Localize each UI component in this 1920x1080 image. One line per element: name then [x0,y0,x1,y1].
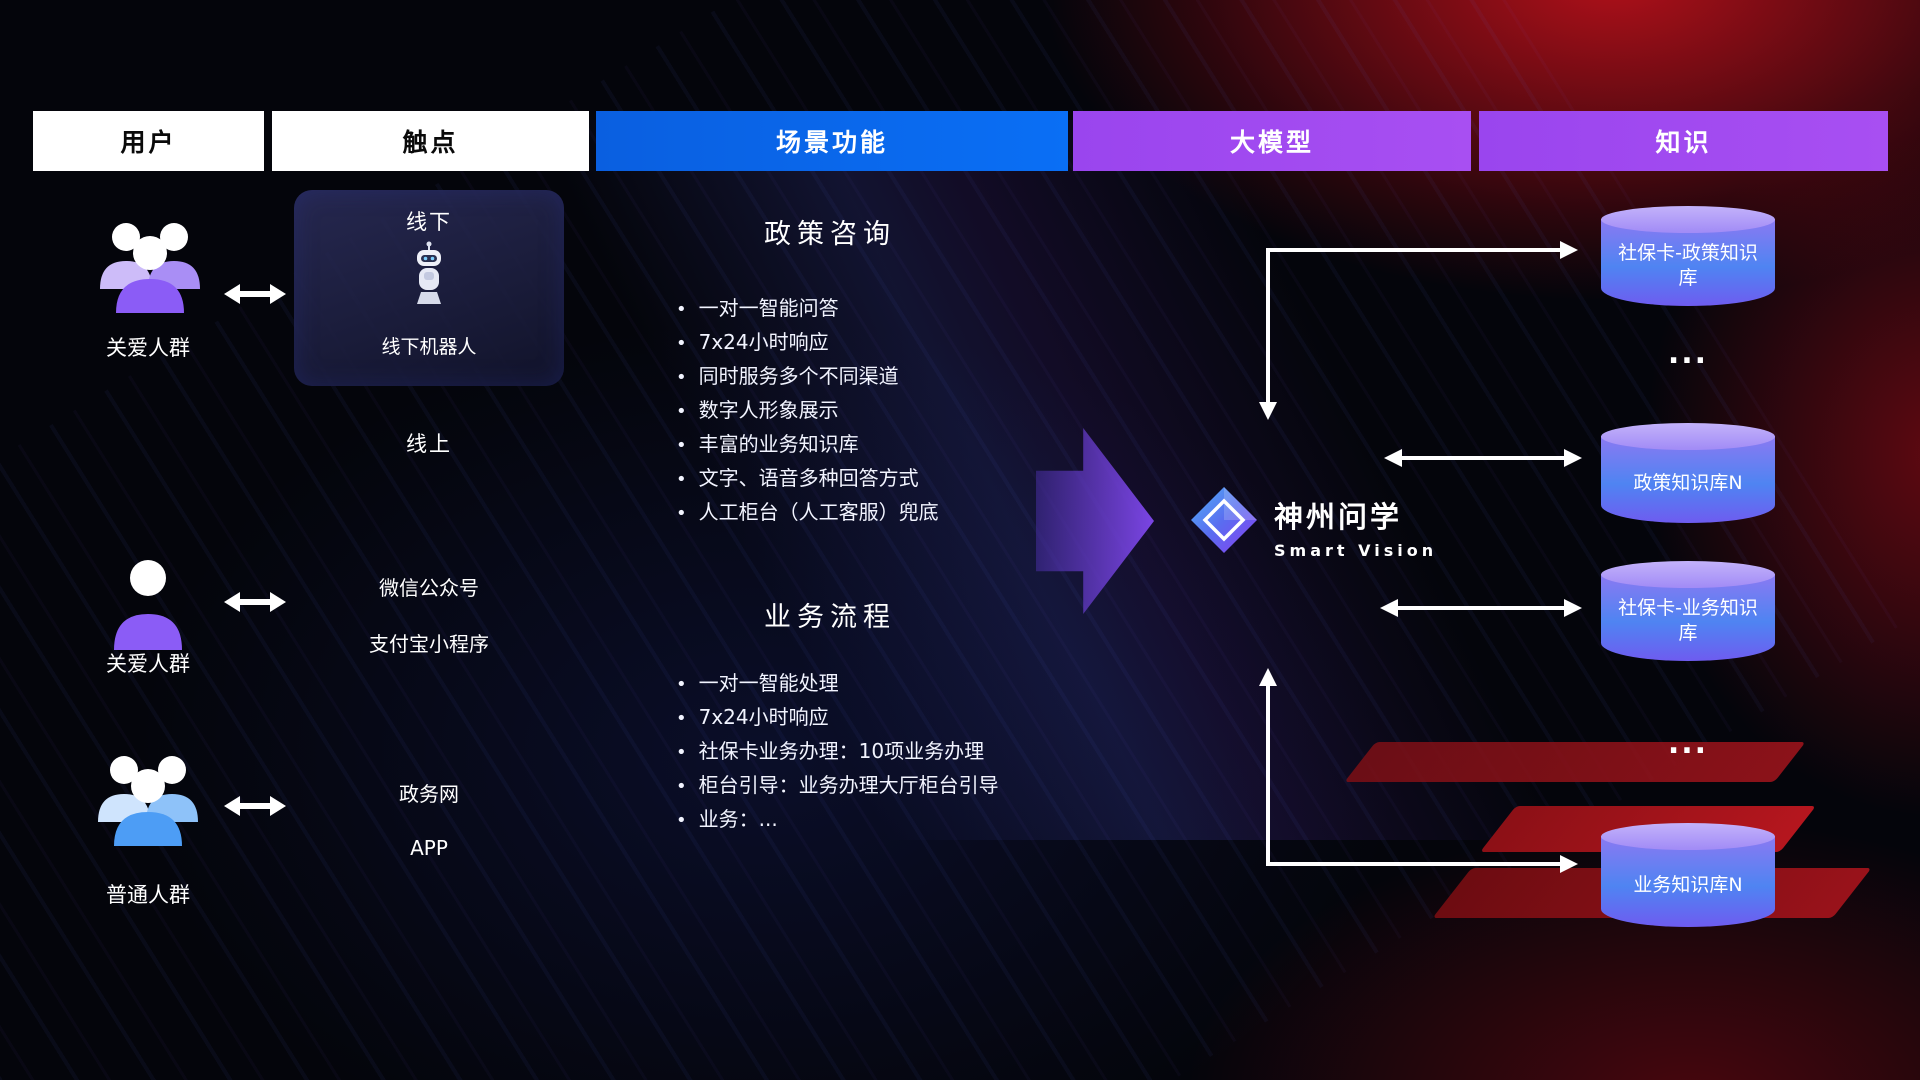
arrow-model-db4-head [1560,855,1578,873]
db-label: 社保卡-业务知识库 [1618,597,1758,644]
arrow-line [238,291,272,297]
cylinder-cap [1601,206,1775,233]
arrow-model-db2-line [1400,456,1568,460]
cylinder-body [1601,574,1775,661]
robot-icon [407,240,451,310]
arrow-user1-touchpoint [224,284,286,304]
arrow-model-down-head [1259,402,1277,420]
scenario-item: 数字人形象展示 [676,394,1056,428]
arrow-line [238,599,272,605]
arrow-model-db2-left-head [1384,449,1402,467]
scenario-item: 业务：... [676,803,1096,837]
arrow-model-db1-head [1560,241,1578,259]
user-person-purple-icon [108,552,188,650]
cylinder-body [1601,219,1775,306]
scenario-item: 一对一智能问答 [676,292,1056,326]
arrow-model-db3-right-head [1564,599,1582,617]
scenario-title-business: 业务流程 [764,602,896,633]
arrow-model-db1-line [1268,248,1564,252]
arrow-left-head [224,592,240,612]
header-cell-knowledge: 知识 [1479,111,1888,171]
cylinder-body [1601,436,1775,523]
knowledge-db-policy-n: 政策知识库N [1601,423,1775,523]
touchpoint-alipay: 支付宝小程序 [369,632,489,656]
offline-title: 线下 [406,210,452,234]
header-cell-touchpoint: 触点 [272,111,589,171]
knowledge-db-business-n: 业务知识库N [1601,823,1775,927]
scenario-item: 人工柜台（人工客服）兜底 [676,496,1056,530]
scenario-business-list: 一对一智能处理 7x24小时响应 社保卡业务办理：10项业务办理 柜台引导：业务… [676,667,1096,837]
arrow-model-db2-right-head [1564,449,1582,467]
touchpoint-wechat: 微信公众号 [379,576,479,600]
logo-subtitle: Smart Vision [1274,541,1438,560]
arrow-right-head [270,284,286,304]
scenario-item: 柜台引导：业务办理大厅柜台引导 [676,769,1096,803]
scenario-item: 丰富的业务知识库 [676,428,1056,462]
arrow-right-head [270,796,286,816]
user-group-purple-icon [88,215,212,313]
offline-robot-label: 线下机器人 [381,336,477,358]
user-label-general-group: 普通人群 [106,883,190,907]
db-label: 政策知识库N [1633,471,1743,494]
arrow-model-db3-left-head [1380,599,1398,617]
db-label: 社保卡-政策知识库 [1618,242,1758,289]
logo-diamond-icon [1188,484,1260,556]
cylinder-cap [1601,823,1775,850]
scenario-item: 社保卡业务办理：10项业务办理 [676,735,1096,769]
header-cell-scenario: 场景功能 [596,111,1068,171]
knowledge-ellipsis-1: ... [1667,336,1709,371]
logo-text-block: 神州问学 Smart Vision [1274,494,1437,560]
arrow-left-head [224,284,240,304]
arrow-model-db4-line [1268,862,1564,866]
user-group-blue-icon [86,748,210,846]
header-cell-model: 大模型 [1073,111,1471,171]
user-label-care-group-2: 关爱人群 [106,652,190,676]
touchpoint-app: APP [410,836,448,860]
scenario-item: 同时服务多个不同渠道 [676,360,1056,394]
cylinder-body [1601,836,1775,927]
arrow-line [238,803,272,809]
db-label: 业务知识库N [1633,873,1743,896]
knowledge-db-business-ssc: 社保卡-业务知识库 [1601,561,1775,661]
arrow-right-head [270,592,286,612]
touchpoint-gov-web: 政务网 [399,782,459,806]
offline-touchpoint-card: 线下 线下机器人 [294,190,564,386]
online-label: 线上 [406,432,452,456]
arrow-model-db1-vertical [1266,248,1270,406]
logo-name: 神州问学 [1274,500,1403,534]
cylinder-cap [1601,423,1775,450]
arrow-model-up-head [1259,668,1277,686]
header-cell-user: 用户 [33,111,264,171]
cylinder-cap [1601,561,1775,588]
scenario-item: 文字、语音多种回答方式 [676,462,1056,496]
arrow-user3-touchpoint [224,796,286,816]
knowledge-db-policy-ssc: 社保卡-政策知识库 [1601,206,1775,306]
arrow-model-db4-vertical [1266,684,1270,866]
arrow-left-head [224,796,240,816]
scenario-item: 7x24小时响应 [676,701,1096,735]
arrow-model-db3-line [1396,606,1568,610]
scenario-item: 一对一智能处理 [676,667,1096,701]
scenario-title-policy: 政策咨询 [764,219,896,250]
arrow-user2-touchpoint [224,592,286,612]
scenario-item: 7x24小时响应 [676,326,1056,360]
user-label-care-group-1: 关爱人群 [106,336,190,360]
knowledge-ellipsis-2: ... [1667,726,1709,761]
scenario-policy-list: 一对一智能问答 7x24小时响应 同时服务多个不同渠道 数字人形象展示 丰富的业… [676,292,1056,530]
